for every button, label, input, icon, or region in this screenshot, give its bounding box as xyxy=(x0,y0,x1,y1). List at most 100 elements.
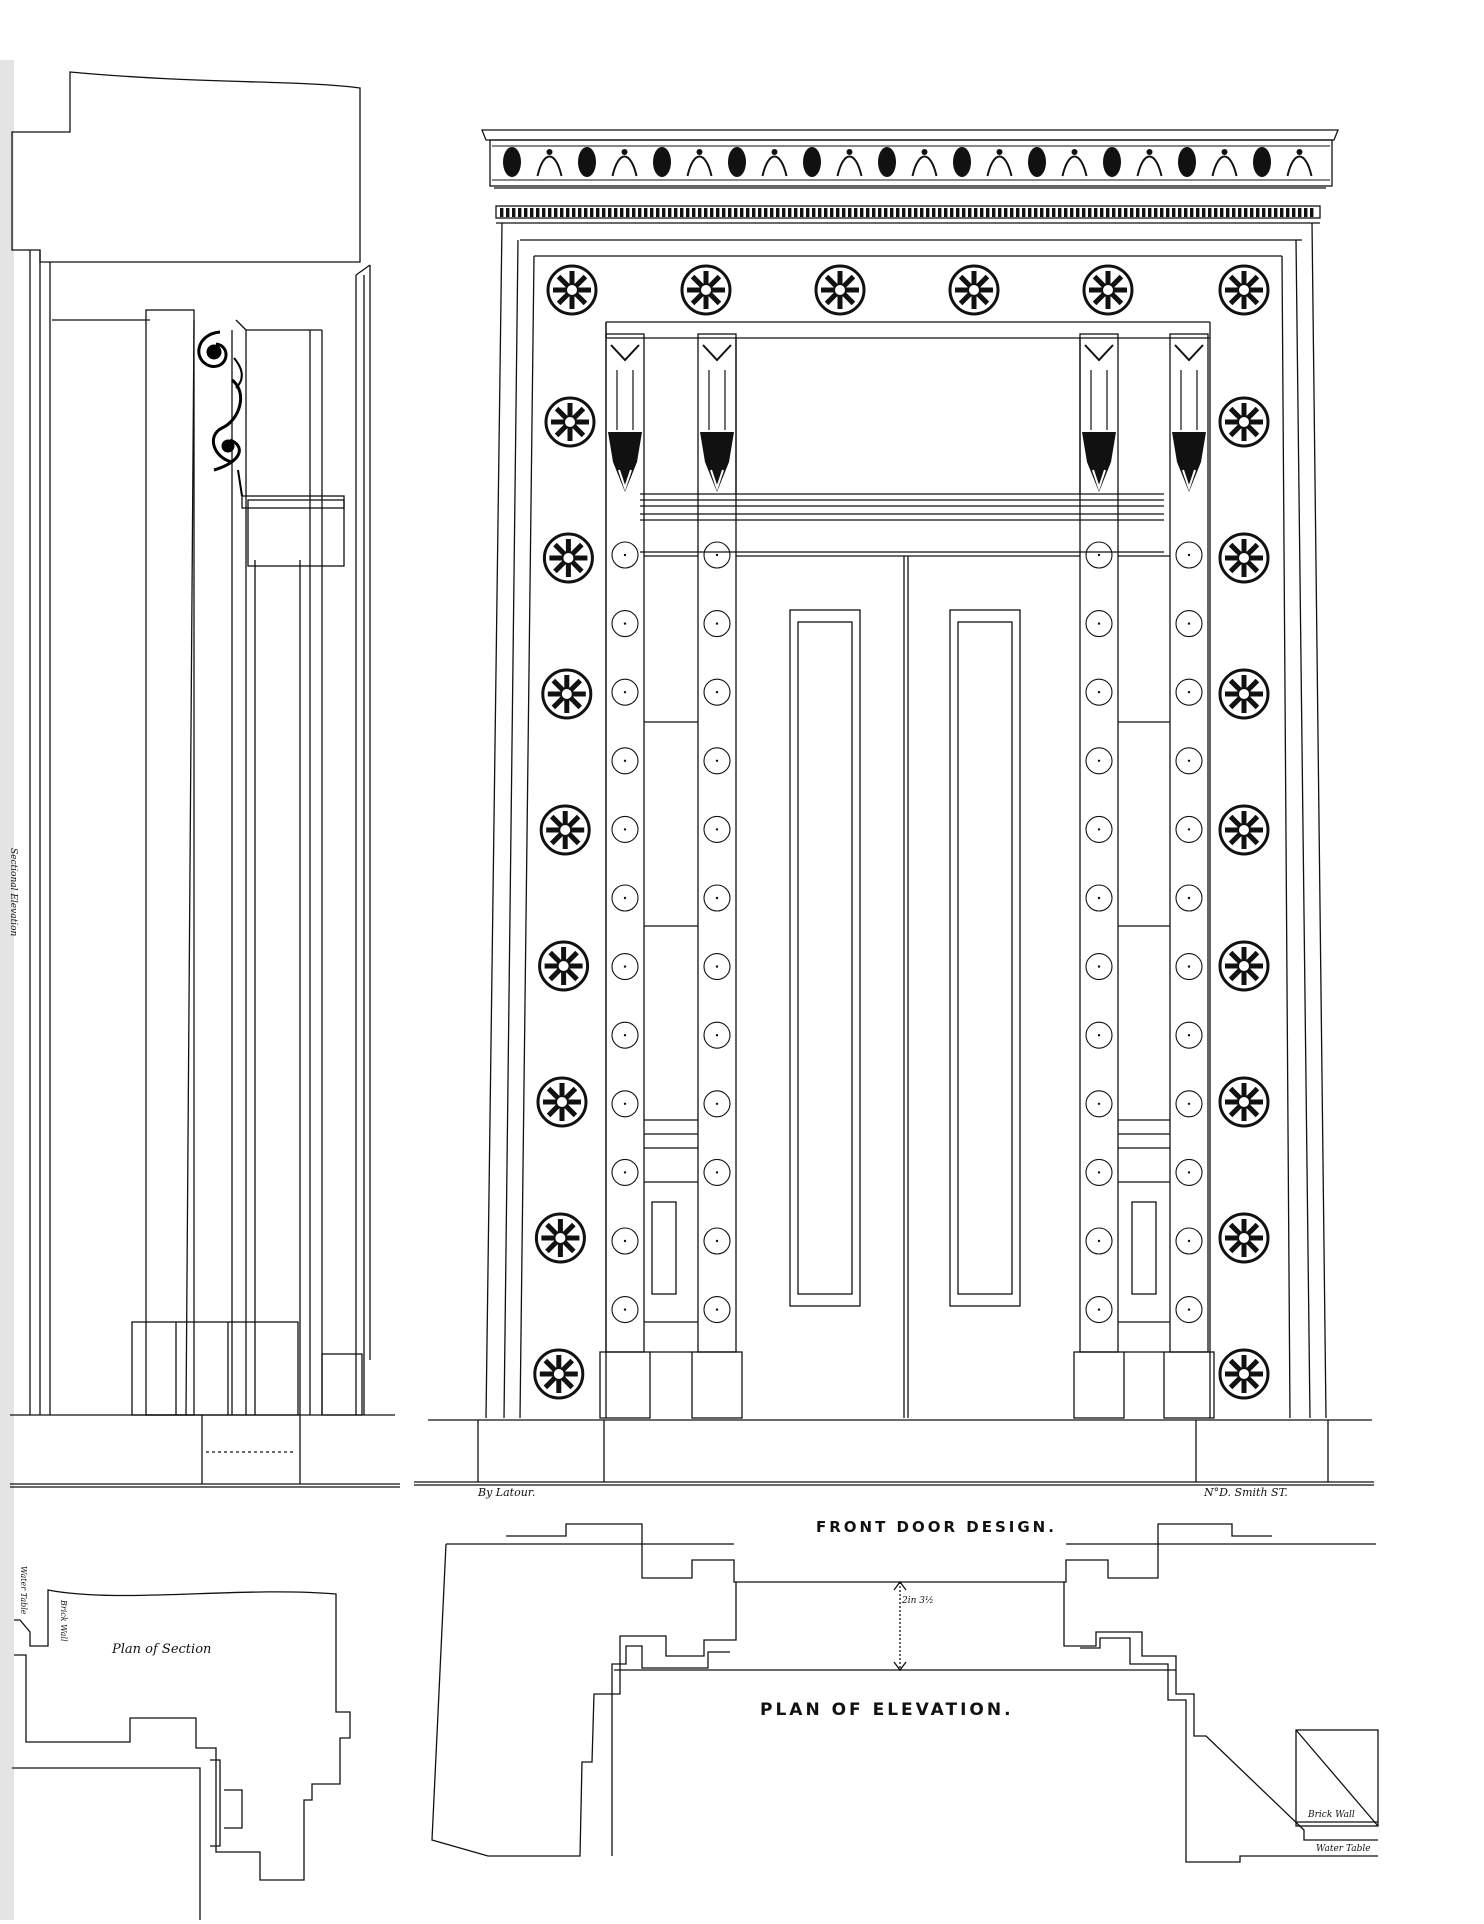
dentil xyxy=(794,208,798,217)
dentil xyxy=(620,208,624,217)
dentil xyxy=(1256,208,1260,217)
dentil xyxy=(878,208,882,217)
dentil xyxy=(590,208,594,217)
dentil xyxy=(500,208,504,217)
frieze-bud xyxy=(996,149,1003,155)
dentil xyxy=(722,208,726,217)
dentil xyxy=(734,208,738,217)
section-water-table-label: Water Table xyxy=(19,1566,28,1615)
dentil xyxy=(968,208,972,217)
column-stud-center xyxy=(715,1102,719,1106)
column-stud-center xyxy=(623,1308,627,1311)
frieze-scroll xyxy=(1211,155,1238,177)
dentil xyxy=(1070,208,1074,217)
column-stud xyxy=(703,678,731,706)
column-stud xyxy=(1175,1158,1203,1186)
dentil xyxy=(512,208,516,217)
dentil xyxy=(1052,208,1056,217)
rosette-ring xyxy=(546,264,598,316)
rosette-hub xyxy=(699,283,713,297)
dentil xyxy=(974,208,978,217)
column-stud-center xyxy=(715,759,719,762)
rosette-hub xyxy=(565,283,579,297)
dentil xyxy=(1304,208,1308,217)
dentil xyxy=(1094,208,1098,217)
column-stud xyxy=(1175,1021,1203,1049)
frieze-scroll xyxy=(986,155,1013,177)
dimension-label: 2in 3½ xyxy=(902,1596,934,1606)
column-stud xyxy=(611,953,639,981)
sectional-elevation xyxy=(10,71,400,1488)
rosette xyxy=(544,396,596,448)
dentil xyxy=(866,208,870,217)
column-stud xyxy=(611,884,639,912)
column-stud-center xyxy=(1187,1102,1191,1106)
column-stud-center xyxy=(1187,1171,1191,1174)
rosette xyxy=(1218,1076,1270,1128)
frame-rosettes xyxy=(533,264,1270,1400)
frieze-bud xyxy=(1221,149,1228,155)
rosette xyxy=(536,1076,588,1128)
dentil xyxy=(836,208,840,217)
dentil xyxy=(1280,208,1284,217)
capital-bow xyxy=(1174,344,1204,362)
column-stud xyxy=(1085,1296,1113,1324)
column-stud xyxy=(703,884,731,912)
dentil xyxy=(992,208,996,217)
frieze-palmette xyxy=(803,147,821,177)
rosette-ring xyxy=(1218,532,1270,584)
dentil xyxy=(1022,208,1026,217)
rosette-ring xyxy=(544,396,596,448)
dentil xyxy=(608,208,612,217)
column-stud-center xyxy=(1187,1239,1191,1243)
frieze-bud xyxy=(621,149,628,155)
rosette-ring xyxy=(1218,804,1270,856)
dentil xyxy=(932,208,936,217)
dentil xyxy=(806,208,810,217)
rosette-hub xyxy=(1237,687,1251,701)
capital-bell-highlight xyxy=(710,469,724,492)
dentil xyxy=(1100,208,1104,217)
dentil xyxy=(884,208,888,217)
dentil xyxy=(998,208,1002,217)
dentil xyxy=(1166,208,1170,217)
dentil xyxy=(1298,208,1302,217)
column-capital xyxy=(700,344,734,492)
column-stud-center xyxy=(623,896,627,900)
rosette xyxy=(542,532,594,584)
dentil xyxy=(560,208,564,217)
dentil xyxy=(524,208,528,217)
rosette-ring xyxy=(814,264,866,316)
rosette xyxy=(1218,532,1270,584)
frieze-palmette xyxy=(653,147,671,177)
column-capital xyxy=(1082,344,1116,492)
frieze-scroll xyxy=(536,155,563,177)
column-stud-center xyxy=(623,691,627,694)
column-stud xyxy=(611,815,639,843)
rosette xyxy=(533,1348,585,1400)
dentil xyxy=(614,208,618,217)
column-stud-center xyxy=(715,896,719,900)
column-stud xyxy=(703,1158,731,1186)
rosette xyxy=(1218,668,1270,720)
dentil xyxy=(1058,208,1062,217)
dentil xyxy=(776,208,780,217)
column-stud xyxy=(1085,1158,1113,1186)
dentil xyxy=(638,208,642,217)
dentil xyxy=(1004,208,1008,217)
rosette-ring xyxy=(1218,1076,1270,1128)
rosette-hub xyxy=(1237,551,1251,565)
rosette-ring xyxy=(1218,940,1270,992)
rosette xyxy=(680,264,732,316)
dentil xyxy=(1232,208,1236,217)
rosette-ring xyxy=(538,940,590,992)
dentil xyxy=(764,208,768,217)
dentil xyxy=(890,208,894,217)
column-stud xyxy=(1175,815,1203,843)
column-stud-center xyxy=(623,828,627,831)
dentil xyxy=(758,208,762,217)
column-studs xyxy=(611,541,1203,1324)
dentil xyxy=(650,208,654,217)
rosette-ring xyxy=(533,1348,585,1400)
dentil xyxy=(920,208,924,217)
